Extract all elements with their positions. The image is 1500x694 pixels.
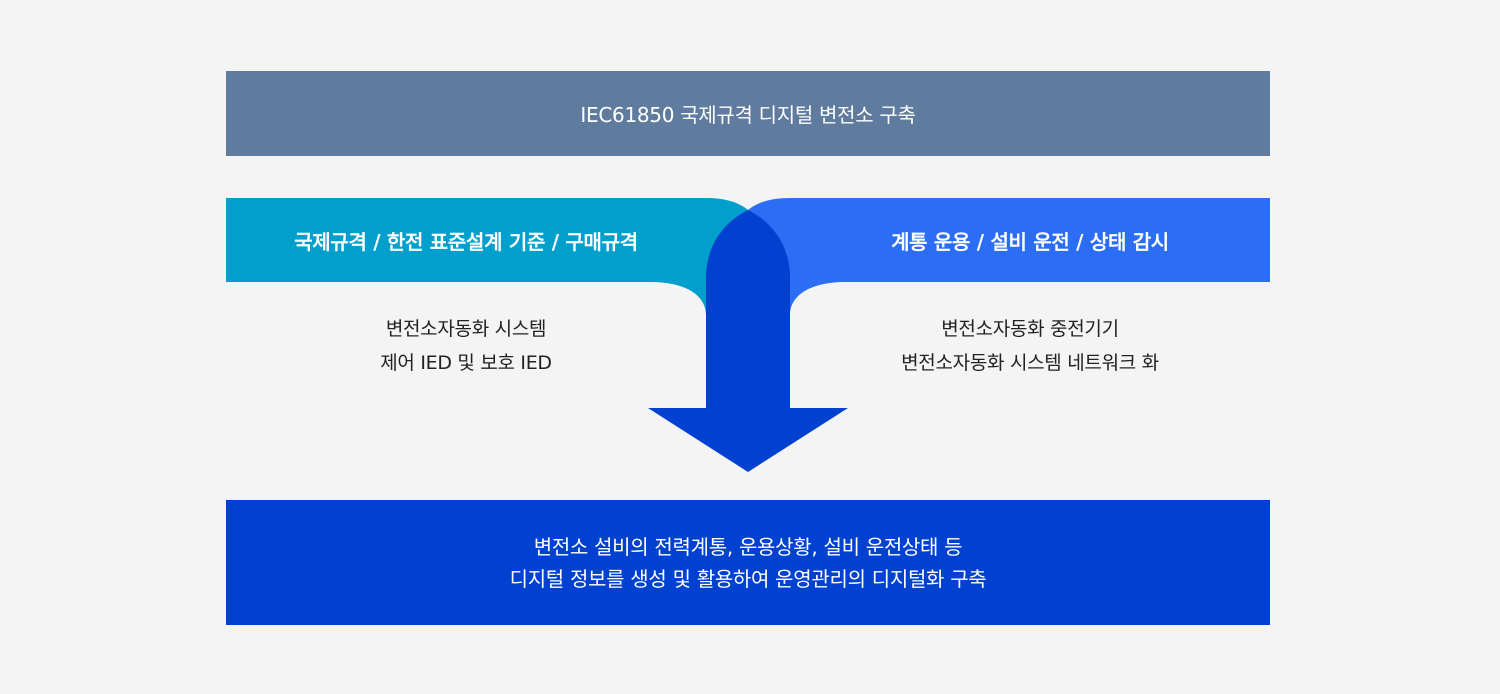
right-band-shape [736,198,1270,408]
merge-stem-shape [706,210,790,408]
right-band-text: 계통 운용 / 설비 운전 / 상태 감시 [891,229,1169,254]
top-title-bar: IEC61850 국제규격 디지털 변전소 구축 [226,71,1270,156]
right-band-label: 계통 운용 / 설비 운전 / 상태 감시 [790,198,1270,282]
down-arrow-head [648,408,848,472]
top-title-text: IEC61850 국제규격 디지털 변전소 구축 [580,103,916,127]
left-description: 변전소자동화 시스템 제어 IED 및 보호 IED [256,312,676,380]
result-line: 변전소 설비의 전력계통, 운용상황, 설비 운전상태 등 [533,534,963,559]
right-desc-line: 변전소자동화 시스템 네트워크 화 [901,352,1159,374]
left-band-shape [226,198,760,408]
left-desc-line: 제어 IED 및 보호 IED [380,352,552,374]
left-band-label: 국제규격 / 한전 표준설계 기준 / 구매규격 [226,198,706,282]
result-box: 변전소 설비의 전력계통, 운용상황, 설비 운전상태 등 디지털 정보를 생성… [226,500,1270,625]
left-band-text: 국제규격 / 한전 표준설계 기준 / 구매규격 [294,229,638,254]
left-desc-line: 변전소자동화 시스템 [385,318,547,340]
result-line: 디지털 정보를 생성 및 활용하여 운영관리의 디지털화 구축 [509,566,987,591]
right-desc-line: 변전소자동화 중전기기 [941,318,1119,340]
right-description: 변전소자동화 중전기기 변전소자동화 시스템 네트워크 화 [820,312,1240,380]
